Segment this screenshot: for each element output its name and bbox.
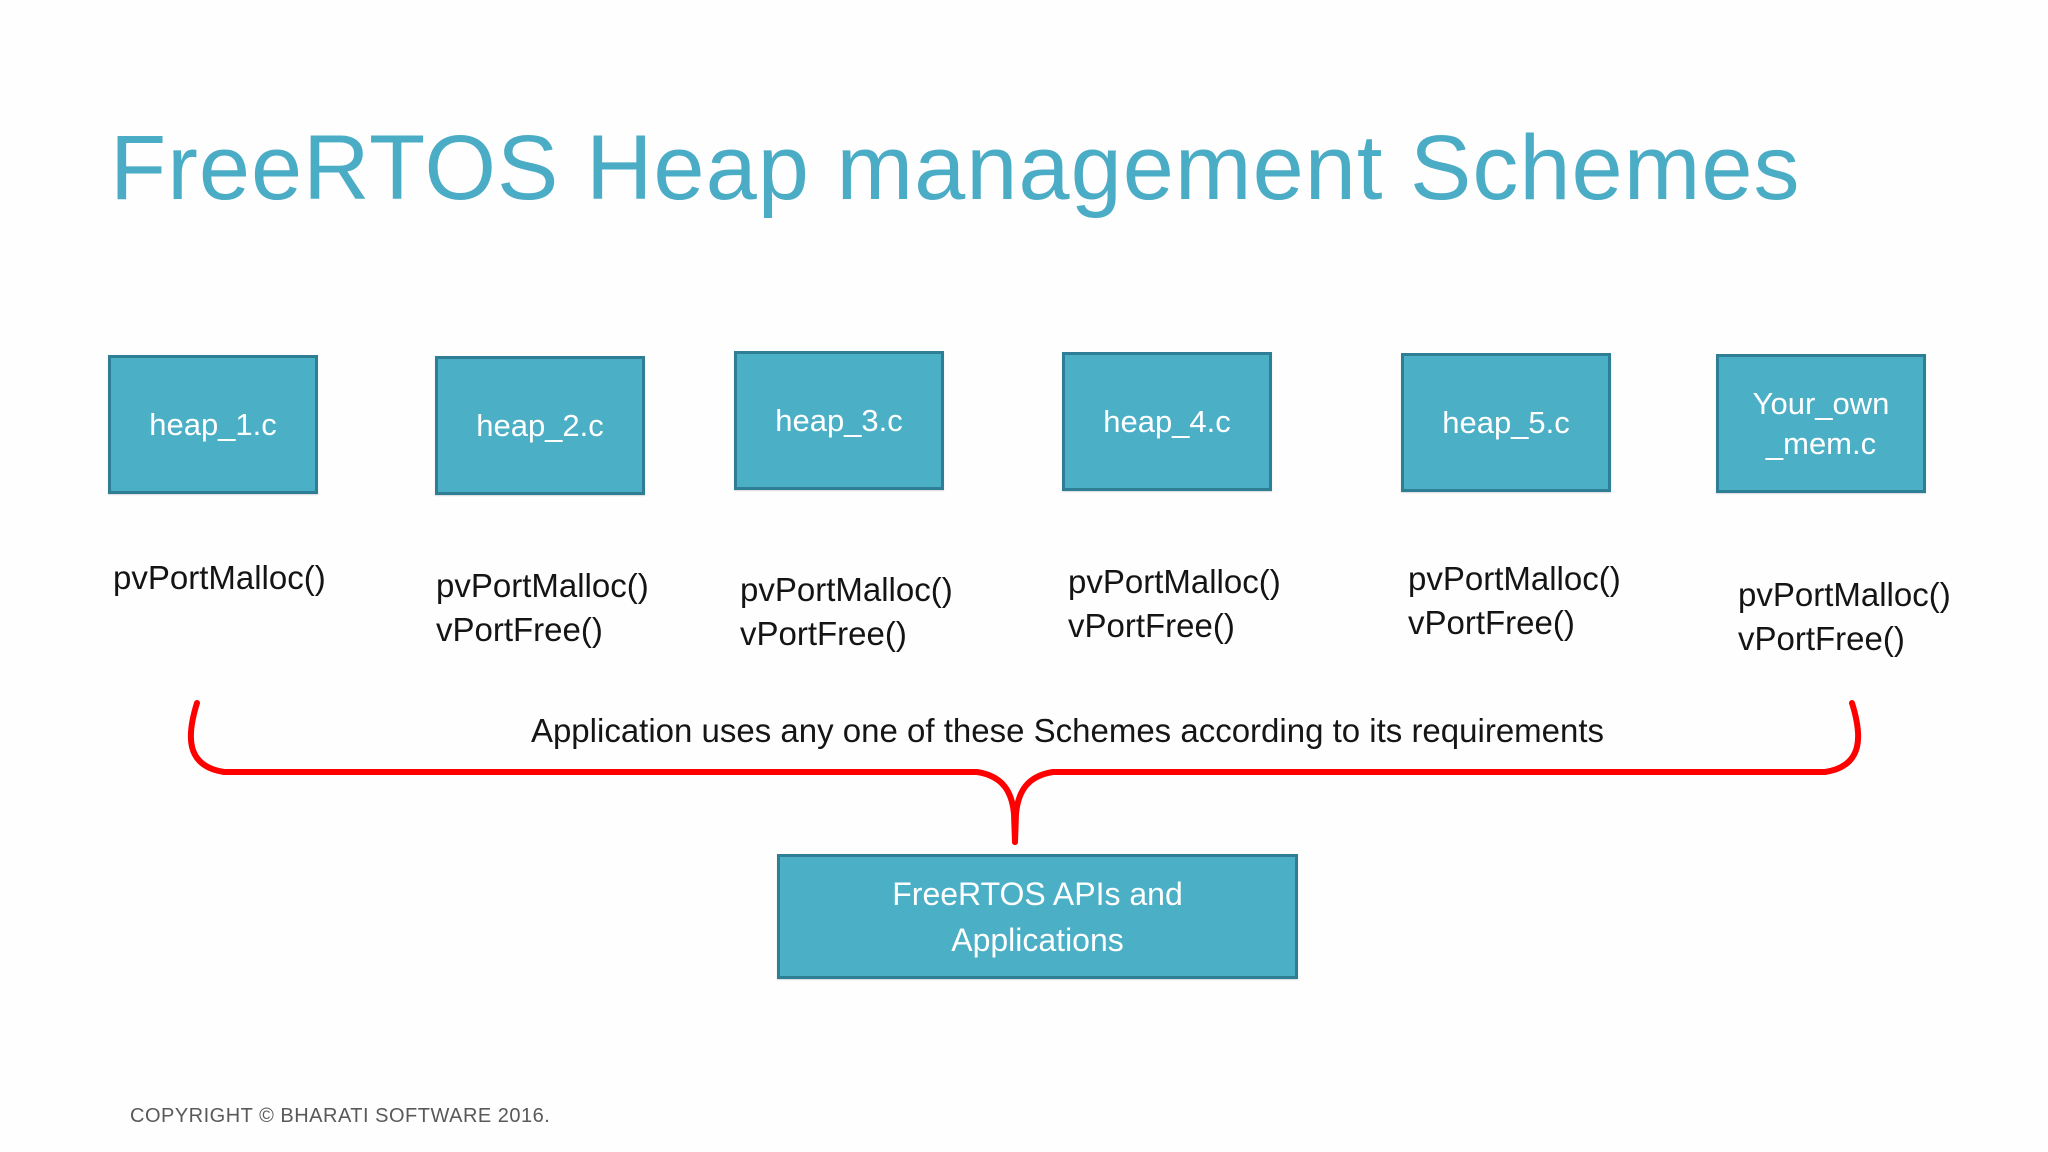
api-label: pvPortMalloc()	[740, 571, 953, 608]
freertos-apis-label-line1: FreeRTOS APIs and	[892, 875, 1183, 912]
heap-file-label: Your_own	[1752, 385, 1890, 421]
curly-brace-left	[187, 700, 1018, 845]
api-list-2: pvPortMalloc() vPortFree()	[436, 564, 649, 652]
api-label: vPortFree()	[740, 615, 907, 652]
api-label: pvPortMalloc()	[1738, 576, 1951, 613]
api-list-1: pvPortMalloc()	[113, 556, 326, 600]
brace-graphic	[187, 700, 1862, 845]
api-label: pvPortMalloc()	[113, 559, 326, 596]
api-label: pvPortMalloc()	[436, 567, 649, 604]
heap-file-box-2: heap_2.c	[435, 356, 645, 495]
api-list-4: pvPortMalloc() vPortFree()	[1068, 560, 1281, 648]
page-title: FreeRTOS Heap management Schemes	[110, 117, 1801, 219]
api-list-5: pvPortMalloc() vPortFree()	[1408, 557, 1621, 645]
curly-brace-right	[1012, 700, 1862, 845]
api-label: vPortFree()	[1738, 620, 1905, 657]
api-label: vPortFree()	[436, 611, 603, 648]
heap-file-label: heap_1.c	[149, 406, 277, 442]
api-label: pvPortMalloc()	[1408, 560, 1621, 597]
api-label: pvPortMalloc()	[1068, 563, 1281, 600]
heap-file-box-4: heap_4.c	[1062, 352, 1272, 491]
freertos-apis-box: FreeRTOS APIs and Applications	[777, 854, 1298, 979]
heap-file-label: heap_2.c	[476, 407, 604, 443]
api-list-3: pvPortMalloc() vPortFree()	[740, 568, 953, 656]
api-label: vPortFree()	[1408, 604, 1575, 641]
freertos-apis-label-line2: Applications	[951, 921, 1124, 958]
heap-file-label: heap_4.c	[1103, 403, 1231, 439]
heap-file-box-3: heap_3.c	[734, 351, 944, 490]
heap-file-label: heap_3.c	[775, 402, 903, 438]
heap-file-box-1: heap_1.c	[108, 355, 318, 494]
heap-file-label-line2: _mem.c	[1765, 425, 1877, 461]
brace-caption: Application uses any one of these Scheme…	[530, 712, 1605, 749]
heap-file-box-5: heap_5.c	[1401, 353, 1611, 492]
api-label: vPortFree()	[1068, 607, 1235, 644]
heap-file-box-6: Your_own _mem.c	[1716, 354, 1926, 493]
copyright-text: COPYRIGHT © BHARATI SOFTWARE 2016.	[130, 1105, 551, 1127]
heap-file-label: heap_5.c	[1442, 404, 1570, 440]
api-list-6: pvPortMalloc() vPortFree()	[1738, 573, 1951, 661]
